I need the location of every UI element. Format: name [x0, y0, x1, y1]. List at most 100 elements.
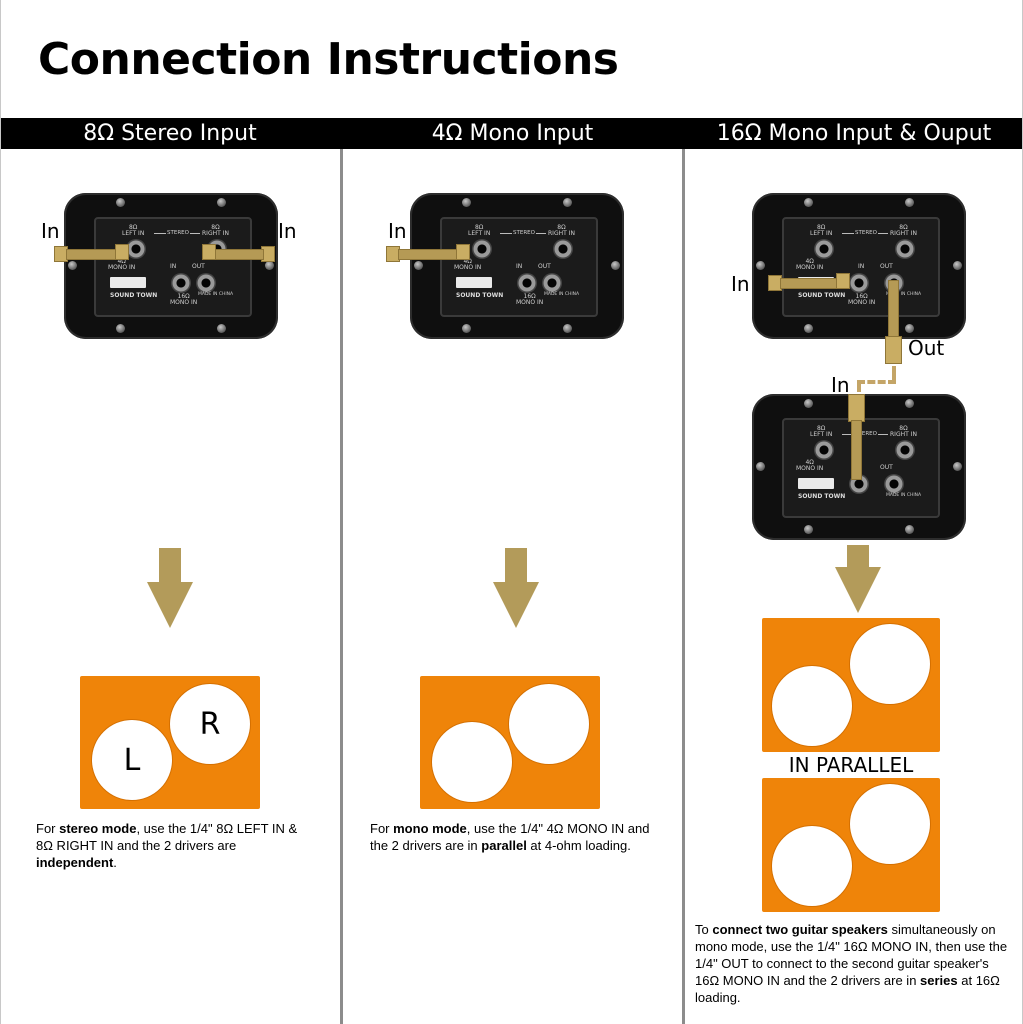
screw-icon: [756, 261, 765, 270]
screw-icon: [804, 399, 813, 408]
screw-icon: [804, 525, 813, 534]
screw-icon: [953, 261, 962, 270]
made-in-label: MADE IN CHINA: [198, 292, 234, 297]
in-label: In: [278, 219, 297, 243]
stereo-line: [536, 233, 546, 234]
column-header-bar: 8Ω Stereo Input 4Ω Mono Input 16Ω Mono I…: [0, 118, 1023, 149]
brand-logo: SOUND TOWN: [110, 292, 158, 299]
serial-sticker: [110, 277, 146, 288]
speaker-left: L: [92, 720, 172, 800]
cable-plug: [456, 244, 470, 260]
stereo-label: STEREO: [513, 230, 535, 236]
jack-right-in: [895, 440, 915, 460]
column-header-mono16: 16Ω Mono Input & Ouput: [716, 121, 992, 146]
jack-right-in: [895, 239, 915, 259]
in-label: In: [41, 219, 60, 243]
description-mono16: To connect two guitar speakers simultane…: [695, 922, 1008, 1005]
speaker-circle: [432, 722, 512, 802]
cable-plug: [261, 246, 275, 262]
stereo-label: STEREO: [167, 230, 189, 236]
screw-icon: [804, 198, 813, 207]
description-mono4: For mono mode, use the 1/4" 4Ω MONO IN a…: [370, 821, 650, 853]
jack-mono16-in: [171, 273, 191, 293]
made-in-label: MADE IN CHINA: [886, 292, 922, 297]
screw-icon: [905, 324, 914, 333]
speaker-box-mono16-first: [762, 618, 940, 752]
description-stereo: For stereo mode, use the 1/4" 8Ω LEFT IN…: [36, 821, 298, 870]
cable-left: [66, 249, 116, 260]
made-in-label: MADE IN CHINA: [544, 292, 580, 297]
out-label: Out: [908, 336, 945, 360]
jack-left-in: [126, 239, 146, 259]
jack-right-in: [553, 239, 573, 259]
in-label: In: [388, 219, 407, 243]
screw-icon: [68, 261, 77, 270]
dashed-connector: [892, 366, 896, 380]
jack-label-in: IN: [858, 263, 865, 270]
down-arrow-icon: [493, 548, 539, 630]
page-title: Connection Instructions: [38, 34, 619, 85]
jack-mono16-in: [517, 273, 537, 293]
jack-mono16-in: [849, 273, 869, 293]
speaker-box-mono16-second: [762, 778, 940, 912]
screw-icon: [563, 324, 572, 333]
parallel-label: IN PARALLEL: [788, 753, 914, 777]
jack-label-out: OUT: [538, 263, 551, 270]
stereo-line: [500, 233, 512, 234]
speaker-box-stereo: L R: [80, 676, 260, 809]
brand-logo: SOUND TOWN: [798, 493, 846, 500]
dashed-connector: [857, 380, 861, 392]
speaker-right: R: [170, 684, 250, 764]
speaker-circle: [509, 684, 589, 764]
cable-plug: [885, 336, 902, 364]
brand-logo: SOUND TOWN: [456, 292, 504, 299]
screw-icon: [217, 324, 226, 333]
jack-out: [884, 474, 904, 494]
screw-icon: [953, 462, 962, 471]
column-divider: [682, 149, 685, 1024]
jack-label-in: IN: [516, 263, 523, 270]
jack-label-out: OUT: [880, 464, 893, 471]
panel-inset: [440, 217, 598, 317]
stereo-line: [878, 434, 888, 435]
jack-left-in: [814, 239, 834, 259]
serial-sticker: [456, 277, 492, 288]
cable-out: [888, 280, 899, 338]
cable-plug: [848, 394, 865, 422]
cable-right: [214, 249, 264, 260]
screw-icon: [462, 324, 471, 333]
cable-plug: [54, 246, 68, 262]
screw-icon: [563, 198, 572, 207]
cable-second-in: [851, 420, 862, 480]
in-label: In: [831, 373, 850, 397]
speaker-circle: [850, 784, 930, 864]
down-arrow-icon: [835, 545, 881, 613]
screw-icon: [905, 198, 914, 207]
in-label: In: [731, 272, 750, 296]
stereo-line: [878, 233, 888, 234]
cable-mono16-in: [780, 278, 838, 289]
screw-icon: [265, 261, 274, 270]
stereo-line: [842, 434, 854, 435]
dashed-connector: [857, 380, 896, 384]
screw-icon: [756, 462, 765, 471]
jack-label-in: IN: [170, 263, 177, 270]
cable-plug: [768, 275, 782, 291]
down-arrow-icon: [147, 548, 193, 630]
